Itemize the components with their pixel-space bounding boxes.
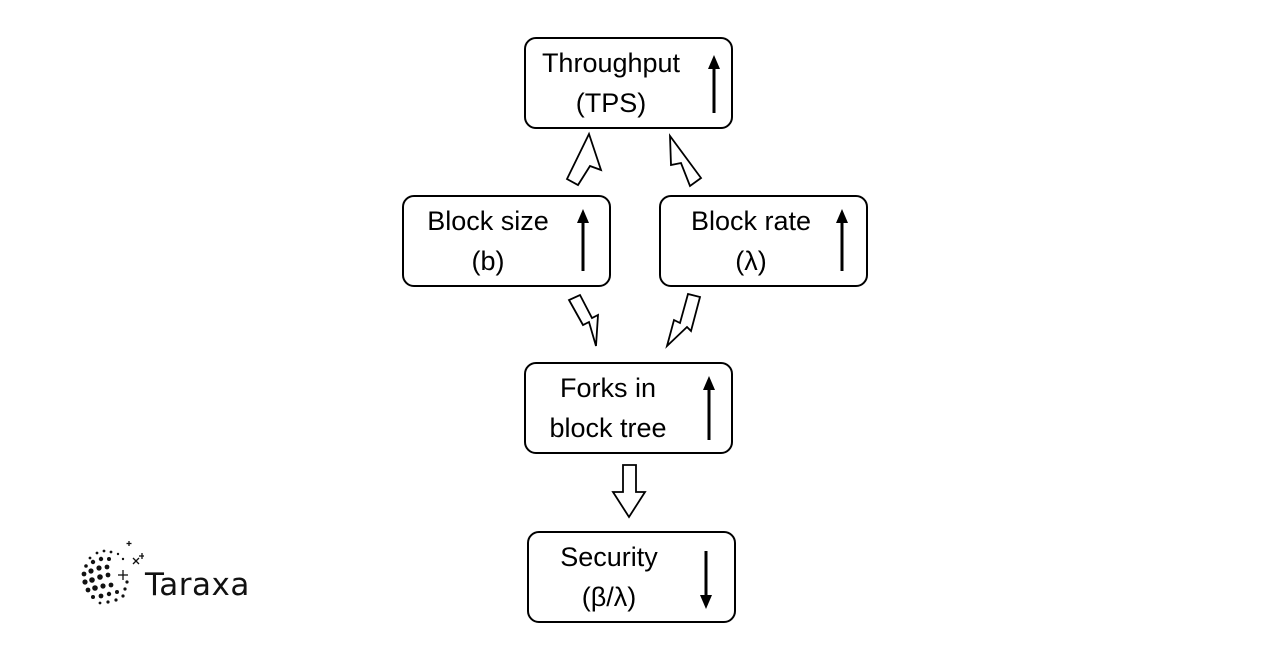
node-security-title: Security	[560, 542, 658, 572]
node-block-rate-subtitle: (λ)	[735, 246, 767, 276]
node-throughput: Throughput (TPS)	[524, 37, 733, 129]
node-block-size-subtitle: (b)	[471, 246, 505, 276]
node-block-size: Block size (b)	[402, 195, 611, 287]
up-arrow-icon	[708, 55, 720, 113]
node-block-rate: Block rate (λ)	[659, 195, 868, 287]
arrow-forks-to-security	[611, 464, 647, 519]
node-forks-title: Forks in	[559, 373, 657, 403]
node-forks: Forks in block tree	[524, 362, 733, 454]
node-security-subtitle: (β/λ)	[581, 582, 637, 612]
taraxa-logo: Taraxa	[80, 540, 260, 610]
node-block-size-title: Block size	[427, 206, 549, 236]
arrow-block-rate-to-forks	[665, 292, 702, 349]
up-arrow-icon	[836, 209, 848, 271]
arrow-block-size-to-forks	[567, 293, 599, 347]
down-arrow-icon	[700, 551, 712, 609]
node-security: Security (β/λ)	[527, 531, 736, 623]
brand-name: Taraxa	[145, 567, 250, 603]
node-throughput-title: Throughput	[541, 48, 681, 78]
arrow-block-rate-to-throughput	[669, 133, 703, 188]
up-arrow-icon	[703, 376, 715, 440]
node-throughput-subtitle: (TPS)	[575, 88, 647, 118]
up-arrow-icon	[577, 209, 589, 271]
arrow-block-size-to-throughput	[565, 131, 603, 187]
node-forks-subtitle: block tree	[549, 413, 667, 443]
taraxa-globe-icon	[81, 541, 149, 605]
node-block-rate-title: Block rate	[690, 206, 812, 236]
